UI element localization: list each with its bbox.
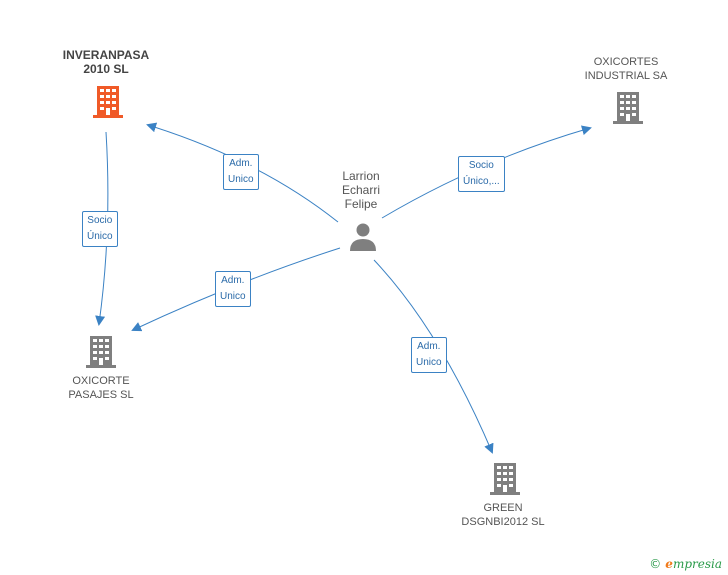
- building-icon: [86, 336, 116, 368]
- edge-label-adm-unico[interactable]: Adm. Unico: [223, 154, 259, 190]
- brand-e: e: [665, 557, 673, 571]
- building-icon: [490, 463, 520, 495]
- building-icon: [613, 92, 643, 124]
- node-label-oxicorte-pasajes[interactable]: OXICORTE PASAJES SL: [68, 375, 134, 401]
- node-label-oxicortes-industrial[interactable]: OXICORTES INDUSTRIAL SA: [584, 56, 668, 82]
- edge-label-socio-unico[interactable]: Socio Único: [82, 211, 118, 247]
- node-label-green[interactable]: GREEN DSGNBI2012 SL: [461, 502, 545, 528]
- brand-footer: ©empresia: [649, 557, 722, 571]
- edge-label-socio-unico[interactable]: Socio Único,...: [458, 156, 505, 192]
- edge-label-adm-unico[interactable]: Adm. Unico: [411, 337, 447, 373]
- node-label-person[interactable]: Larrion Echarri Felipe: [341, 169, 381, 211]
- node-label-inveranpasa[interactable]: INVERANPASA 2010 SL: [62, 48, 150, 76]
- brand-name: mpresia: [672, 557, 722, 571]
- building-icon: [93, 86, 123, 118]
- copyright-icon: ©: [649, 557, 662, 571]
- person-icon: [350, 223, 376, 251]
- edge-label-adm-unico[interactable]: Adm. Unico: [215, 271, 251, 307]
